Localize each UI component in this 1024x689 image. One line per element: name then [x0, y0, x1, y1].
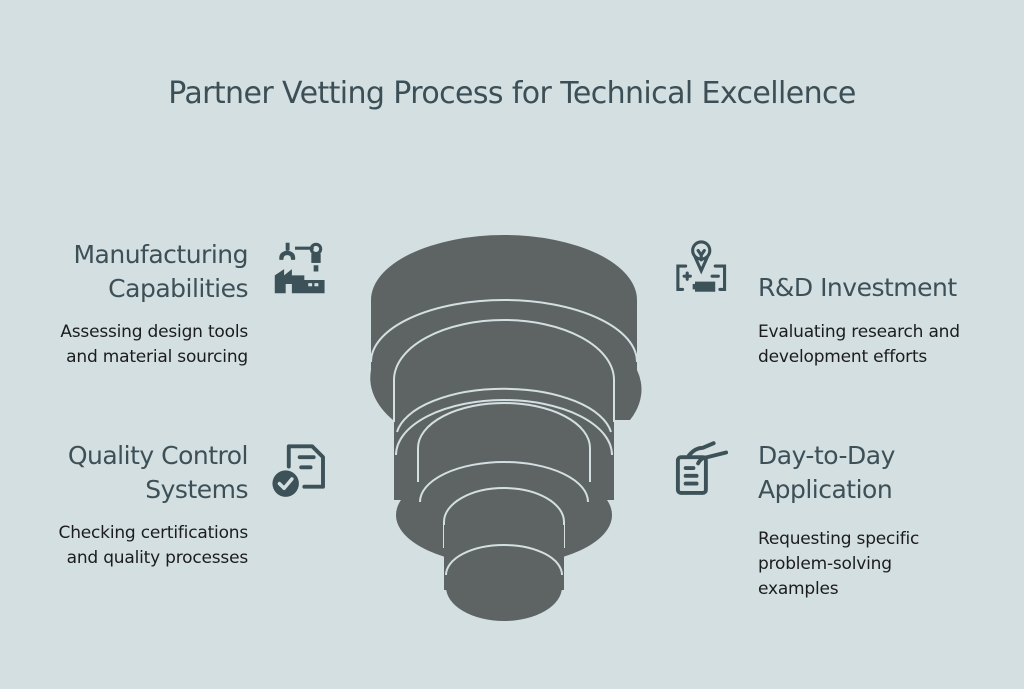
- stage-daytoday-description: Requesting specific problem-solving exam…: [758, 527, 919, 602]
- heading-line: R&D Investment: [758, 273, 957, 302]
- description-line: Requesting specific: [758, 529, 920, 549]
- description-line: and quality processes: [66, 548, 249, 568]
- funnel-graphic: [370, 235, 642, 621]
- description-line: development efforts: [758, 347, 928, 367]
- lightbulb-battery-icon: [676, 240, 727, 292]
- description-line: Assessing design tools: [60, 322, 248, 342]
- description-line: Checking certifications: [58, 523, 249, 543]
- heading-line: Manufacturing: [73, 240, 248, 269]
- description-line: and material sourcing: [66, 347, 248, 367]
- stage-rnd-heading: R&D Investment: [758, 271, 957, 305]
- factory-robot-arm-icon: [274, 242, 325, 294]
- page-title: Partner Vetting Process for Technical Ex…: [168, 76, 856, 111]
- stage-manufacturing-heading: Manufacturing Capabilities: [73, 238, 248, 306]
- heading-line: Application: [758, 475, 893, 504]
- hand-document-icon: [675, 441, 729, 495]
- description-line: Evaluating research and: [758, 322, 960, 342]
- heading-line: Quality Control: [67, 441, 249, 470]
- description-line: examples: [758, 579, 839, 599]
- stage-rnd-description: Evaluating research and development effo…: [758, 320, 960, 370]
- stage-manufacturing-description: Assessing design tools and material sour…: [60, 320, 248, 370]
- stage-daytoday-heading: Day-to-Day Application: [758, 439, 895, 507]
- heading-line: Systems: [145, 475, 248, 504]
- document-check-icon: [272, 444, 325, 497]
- heading-line: Day-to-Day: [758, 441, 895, 470]
- description-line: problem-solving: [758, 554, 892, 574]
- stage-quality-description: Checking certifications and quality proc…: [58, 521, 249, 571]
- stage-quality-heading: Quality Control Systems: [67, 439, 249, 507]
- heading-line: Capabilities: [108, 274, 248, 303]
